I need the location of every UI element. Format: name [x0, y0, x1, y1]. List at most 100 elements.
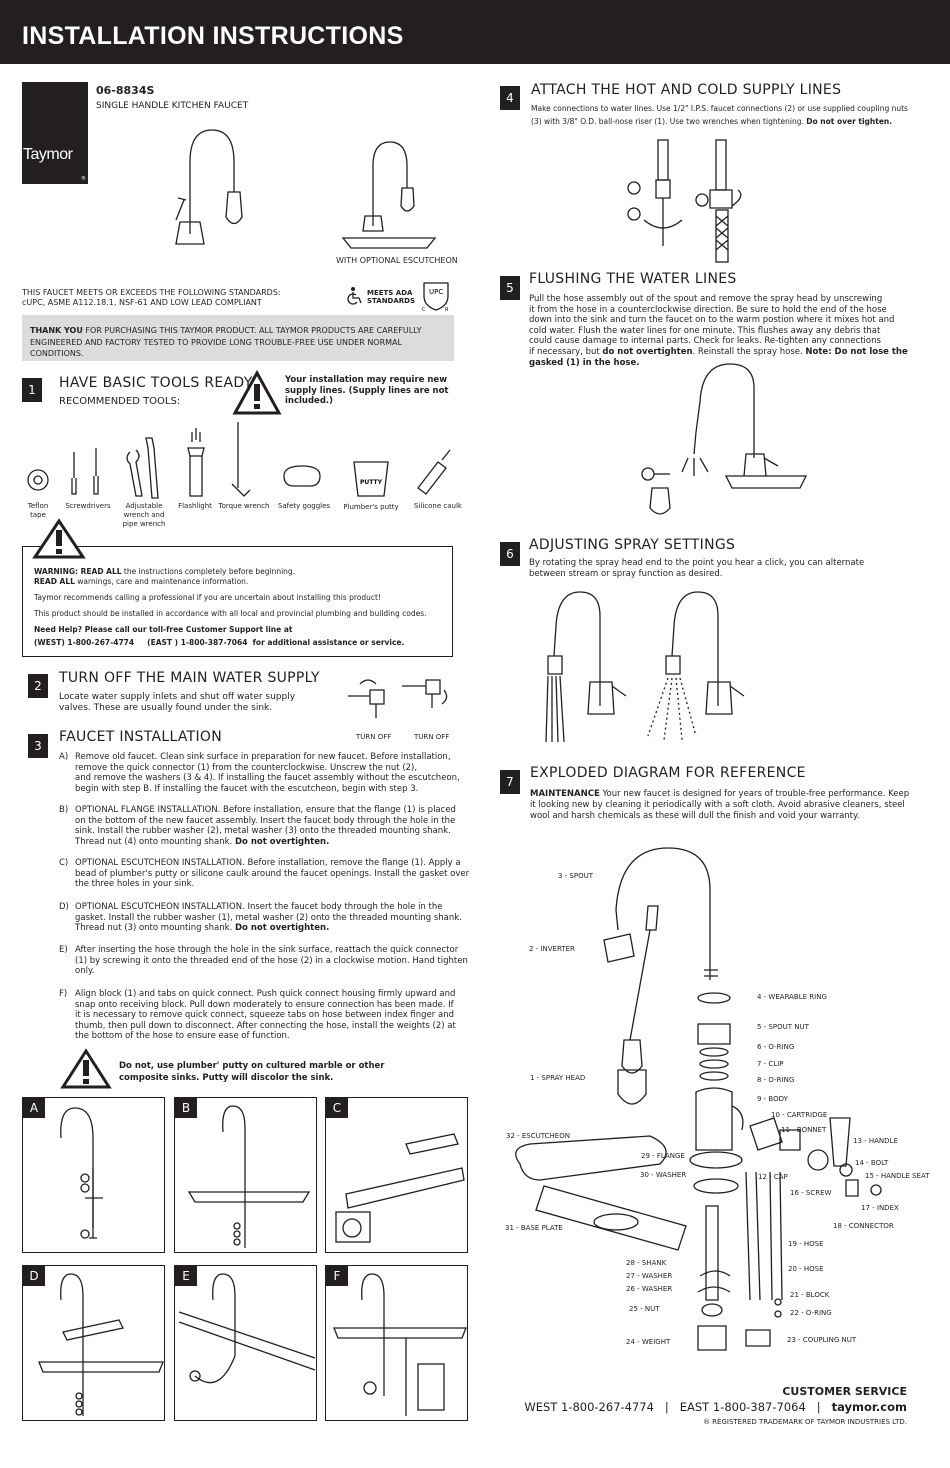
instruction-key: E)	[59, 945, 68, 955]
panel-e-illustration	[178, 1273, 316, 1384]
step2-body1: Locate water supply inlets and shut off …	[59, 692, 296, 702]
instruction-line: After inserting the hose through the hol…	[75, 945, 458, 956]
step4-bold: Do not over tighten.	[806, 117, 893, 126]
step6-body2: between stream or spray function as desi…	[529, 569, 723, 579]
part-label: 15 - HANDLE SEAT	[865, 1172, 930, 1180]
flush-illustration	[641, 363, 808, 515]
part-label: 17 - INDEX	[861, 1204, 899, 1212]
taymor-logo: Taymor®	[22, 82, 88, 184]
part-label: 19 - HOSE	[788, 1240, 824, 1248]
tool-label-goggles: Safety goggles	[277, 502, 331, 510]
warning-l2-bold: READ ALL	[34, 577, 75, 586]
trademark-note: ® REGISTERED TRADEMARK OF TAYMOR INDUSTR…	[702, 1418, 907, 1426]
part-label: 23 - COUPLING NUT	[787, 1336, 857, 1344]
instruction-text: remove the quick connector (1) from the …	[75, 762, 418, 773]
instruction-line: Align block (1) and tabs on quick connec…	[75, 989, 455, 1000]
step6-number: 6	[500, 542, 520, 566]
warning-l5: Need Help? Please call our toll-free Cus…	[34, 625, 293, 634]
faucet-illustration	[175, 129, 243, 245]
step4-body1: Make connections to water lines. Use 1/2…	[531, 104, 908, 113]
instruction-text: OPTIONAL ESCUTCHEON INSTALLATION. Insert…	[75, 902, 443, 912]
instruction-text: begin with step B. If installing the fau…	[75, 783, 419, 794]
torque-wrench-icon	[231, 422, 251, 497]
instruction-text: sink. Install the rubber washer (2), met…	[75, 826, 451, 837]
instruction-text: After inserting the hose through the hol…	[75, 945, 459, 955]
instruction-text: snap onto receiving block. Pull down mod…	[75, 999, 454, 1010]
shutoff-valves-illustration	[348, 679, 448, 718]
panel-f-label: F	[326, 1266, 348, 1286]
upc-text: UPC	[429, 288, 443, 296]
part-label: 21 - BLOCK	[790, 1291, 830, 1299]
thank-you-text: FOR PURCHASING THIS TAYMOR PRODUCT. ALL …	[82, 326, 422, 335]
instruction-line: Thread nut (4) onto mounting shank. Do n…	[75, 837, 329, 848]
plumbers-putty-icon: PUTTY	[353, 461, 389, 497]
step2-body2: valves. These are usually found under th…	[59, 703, 273, 713]
step7-number: 7	[500, 770, 520, 794]
part-label: 32 - ESCUTCHEON	[506, 1132, 570, 1140]
west-phone[interactable]: WEST 1-800-267-4774	[524, 1400, 654, 1414]
step5-l6a: if necessary, but	[529, 347, 603, 357]
flashlight-icon	[187, 428, 205, 497]
escutcheon-caption: WITH OPTIONAL ESCUTCHEON	[336, 256, 458, 265]
safety-goggles-icon	[283, 465, 321, 487]
upc-c: C	[422, 307, 426, 312]
east-phone[interactable]: EAST 1-800-387-7064	[679, 1400, 806, 1414]
part-label: 4 - WEARABLE RING	[757, 993, 827, 1001]
part-label: 14 - BOLT	[855, 1159, 889, 1167]
warning-l1: the instructions completely before begin…	[121, 567, 296, 576]
instruction-line: Remove old faucet. Clean sink surface in…	[75, 752, 451, 763]
spray-head-icon	[617, 1039, 647, 1105]
panel-a: A	[22, 1097, 165, 1253]
turn-off-caption-1: TURN OFF	[356, 733, 392, 741]
step6-body1: By rotating the spray head end to the po…	[529, 558, 865, 568]
part-label: 24 - WEIGHT	[626, 1338, 671, 1346]
standards-line1: THIS FAUCET MEETS OR EXCEEDS THE FOLLOWI…	[22, 288, 281, 297]
wrench-icon	[126, 437, 159, 499]
teflon-tape-icon	[27, 469, 49, 491]
instruction-key: C)	[59, 858, 69, 868]
instruction-text: only.	[75, 966, 95, 977]
website-link[interactable]: taymor.com	[831, 1400, 907, 1414]
step5-line: could cause damage to internal parts. Ch…	[529, 336, 881, 347]
instruction-line: and remove the washers (3 & 4). If insta…	[75, 773, 460, 784]
connector-icon	[845, 1179, 882, 1197]
instruction-text: it is necessary to remove quick connect,…	[75, 1010, 454, 1021]
instruction-key: F)	[59, 989, 68, 999]
instruction-line: on the bottom of the new faucet assembly…	[75, 816, 455, 827]
supply-lines-note: Your installation may require new supply…	[285, 375, 449, 406]
upc-shield-icon: UPC C R	[422, 282, 449, 312]
faucet-escutcheon-illustration	[341, 141, 437, 249]
shank-icon	[697, 1205, 731, 1351]
thank-you-box: THANK YOU FOR PURCHASING THIS TAYMOR PRO…	[22, 315, 454, 361]
warning-l6: (WEST) 1-800-267-4774 (EAST ) 1-800-387-…	[34, 638, 405, 647]
instruction-text: (1) by screwing it onto the threaded end…	[75, 955, 468, 966]
tool-label-wrench: Adjustable wrench and pipe wrench	[122, 502, 166, 528]
putty-warning-icon	[60, 1048, 112, 1089]
tool-label-teflon: Teflon tape	[27, 502, 49, 519]
panel-d: D	[22, 1265, 165, 1421]
putty-label: PUTTY	[360, 479, 383, 486]
customer-service-heading: CUSTOMER SERVICE	[782, 1385, 907, 1398]
instruction-key: A)	[59, 752, 69, 762]
spray-settings-illustration	[545, 591, 745, 743]
instruction-line: begin with step B. If installing the fau…	[75, 784, 418, 795]
tools-illustration: PUTTY	[27, 422, 451, 499]
step4-number: 4	[500, 86, 520, 110]
supply-lines-illustration	[627, 139, 742, 263]
instruction-line: (1) by screwing it onto the threaded end…	[75, 956, 468, 967]
instruction-key: D)	[59, 902, 69, 912]
logo-text: Taymor	[23, 146, 73, 163]
part-label: 12 - CAP	[758, 1173, 788, 1181]
step4-body2: (3) with 3/8" O.D. ball-nose riser (1). …	[531, 117, 807, 126]
putty-warning-1: Do not, use plumber' putty on cultured m…	[119, 1061, 385, 1071]
upc-r: R	[445, 307, 449, 312]
step1-number: 1	[22, 378, 42, 402]
page-title: INSTALLATION INSTRUCTIONS	[22, 22, 404, 50]
instruction-line: remove the quick connector (1) from the …	[75, 763, 417, 774]
instruction-line: thumb, then pull down to disconnect. Aft…	[75, 1021, 456, 1032]
part-label: 10 - CARTRIDGE	[771, 1111, 828, 1119]
turn-off-caption-2: TURN OFF	[414, 733, 450, 741]
warning-l1-bold: WARNING: READ ALL	[34, 567, 122, 576]
model-number: 06-8834S	[96, 84, 155, 97]
tool-label-putty: Plumber's putty	[343, 503, 399, 511]
